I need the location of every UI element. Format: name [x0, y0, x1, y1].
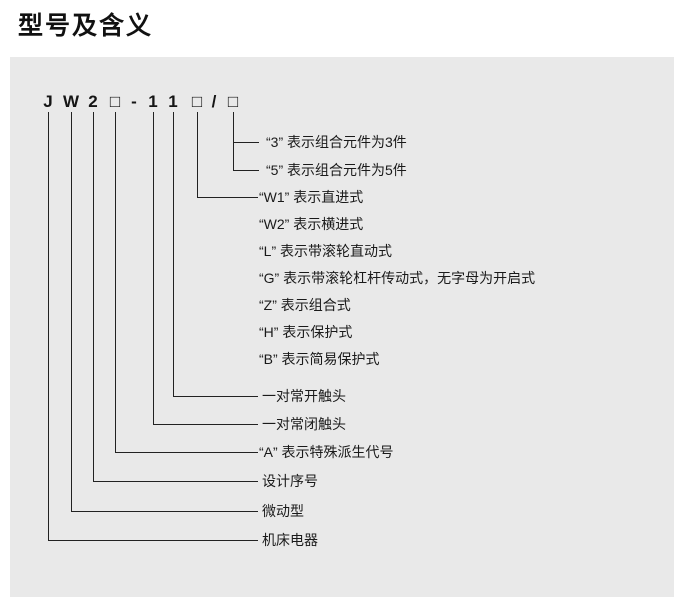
connector-hline	[173, 396, 258, 397]
annotation-label-no-contact: 一对常开触头	[262, 388, 346, 404]
connector-hline	[93, 481, 258, 482]
connector-vline	[93, 112, 94, 482]
annotation-label-b: “B” 表示简易保护式	[259, 351, 380, 367]
page-title: 型号及含义	[18, 12, 154, 40]
annotation-label-g: “G” 表示带滚轮杠杆传动式，无字母为开启式	[259, 270, 536, 286]
connector-vline	[173, 112, 174, 397]
annotation-label-micro-type: 微动型	[262, 503, 304, 519]
annotation-label-5: “5” 表示组合元件为5件	[266, 162, 407, 178]
connector-vline	[197, 112, 198, 198]
diagram-panel	[10, 57, 674, 597]
annotation-label-3: “3” 表示组合元件为3件	[266, 134, 407, 150]
connector-vline	[71, 112, 72, 512]
annotation-label-w1: “W1” 表示直进式	[259, 189, 364, 205]
model-code-char: W	[62, 92, 80, 111]
model-code-placeholder-box: □	[109, 92, 121, 111]
annotation-label-w2: “W2” 表示横进式	[259, 216, 364, 232]
model-code-char: 1	[148, 92, 158, 111]
annotation-label-a: “A” 表示特殊派生代号	[259, 444, 394, 460]
connector-vline	[48, 112, 49, 541]
model-code-placeholder-box: □	[191, 92, 203, 111]
annotation-label-machine-tool: 机床电器	[262, 532, 318, 548]
connector-hline	[48, 540, 258, 541]
connector-hline	[115, 452, 258, 453]
connector-vline	[233, 112, 234, 171]
connector-hline	[71, 511, 258, 512]
connector-vline	[115, 112, 116, 453]
connector-vline	[153, 112, 154, 425]
connector-hline	[197, 197, 258, 198]
annotation-label-design-serial: 设计序号	[262, 473, 318, 489]
model-code-char: J	[43, 92, 53, 111]
model-code-char: 1	[168, 92, 178, 111]
annotation-label-nc-contact: 一对常闭触头	[262, 416, 346, 432]
connector-hline	[233, 142, 259, 143]
annotation-label-l: “L” 表示带滚轮直动式	[259, 243, 392, 259]
model-code-char: 2	[88, 92, 98, 111]
connector-hline	[233, 170, 259, 171]
annotation-label-z: “Z” 表示组合式	[259, 297, 351, 313]
annotation-label-h: “H” 表示保护式	[259, 324, 353, 340]
model-code-char: -	[131, 92, 137, 111]
connector-hline	[153, 424, 258, 425]
model-code-char: /	[211, 92, 217, 111]
model-code-placeholder-box: □	[227, 92, 239, 111]
